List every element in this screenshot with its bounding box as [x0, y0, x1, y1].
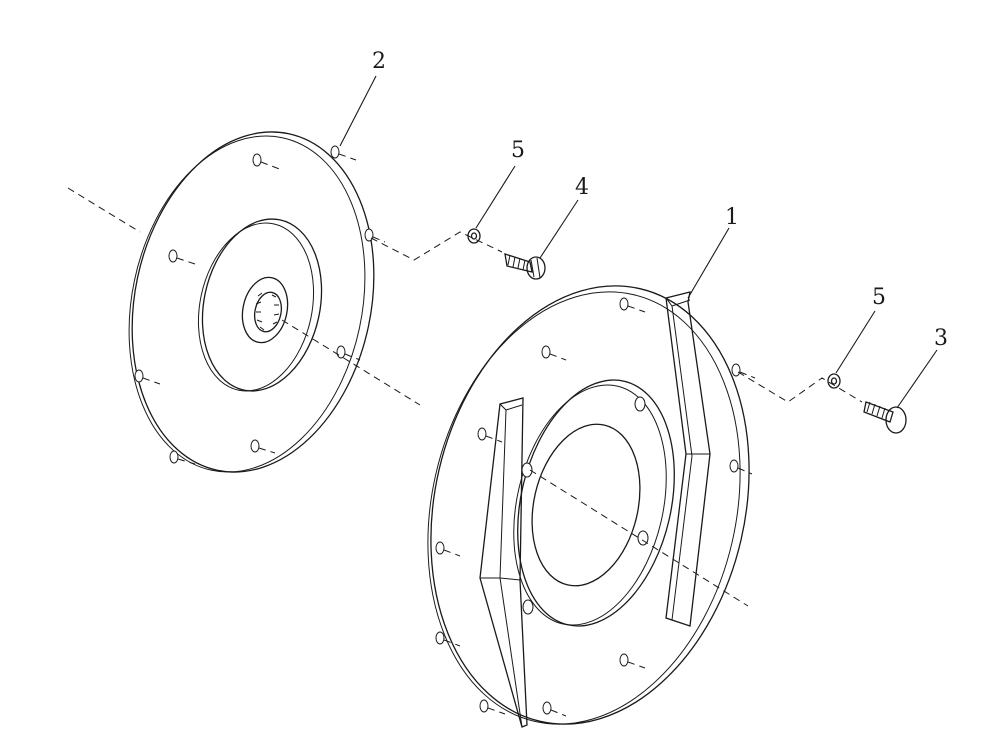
left-centerline [67, 187, 141, 233]
flex-plate-disc [128, 131, 386, 473]
plate-outer-holes [435, 297, 741, 715]
callout-4: 4 [575, 175, 589, 200]
callout-1: 1 [725, 205, 739, 230]
leader-2 [339, 75, 377, 147]
right-centerline [529, 469, 749, 607]
upper-fastener-line [370, 231, 503, 261]
callout-5-upper: 5 [511, 138, 525, 163]
leader-3 [896, 349, 938, 409]
plate-inner-holes [521, 396, 649, 615]
washer-lower [827, 373, 841, 389]
left-centerline-2 [281, 319, 421, 406]
leader-5b [835, 310, 876, 374]
callout-3: 3 [934, 326, 948, 351]
lower-fastener-line [737, 371, 863, 403]
right-support-bar [665, 291, 711, 627]
callout-5-lower: 5 [872, 285, 886, 310]
leader-1 [687, 227, 730, 299]
callout-2: 2 [372, 49, 386, 74]
spline-hub [241, 276, 289, 344]
adapter-plate [427, 285, 756, 728]
leader-4 [539, 199, 579, 259]
left-support-bar [479, 397, 528, 728]
hex-bolt [863, 401, 907, 434]
cap-screw [504, 253, 546, 280]
disc-bolt-holes [134, 145, 374, 464]
leader-5a [475, 165, 516, 229]
